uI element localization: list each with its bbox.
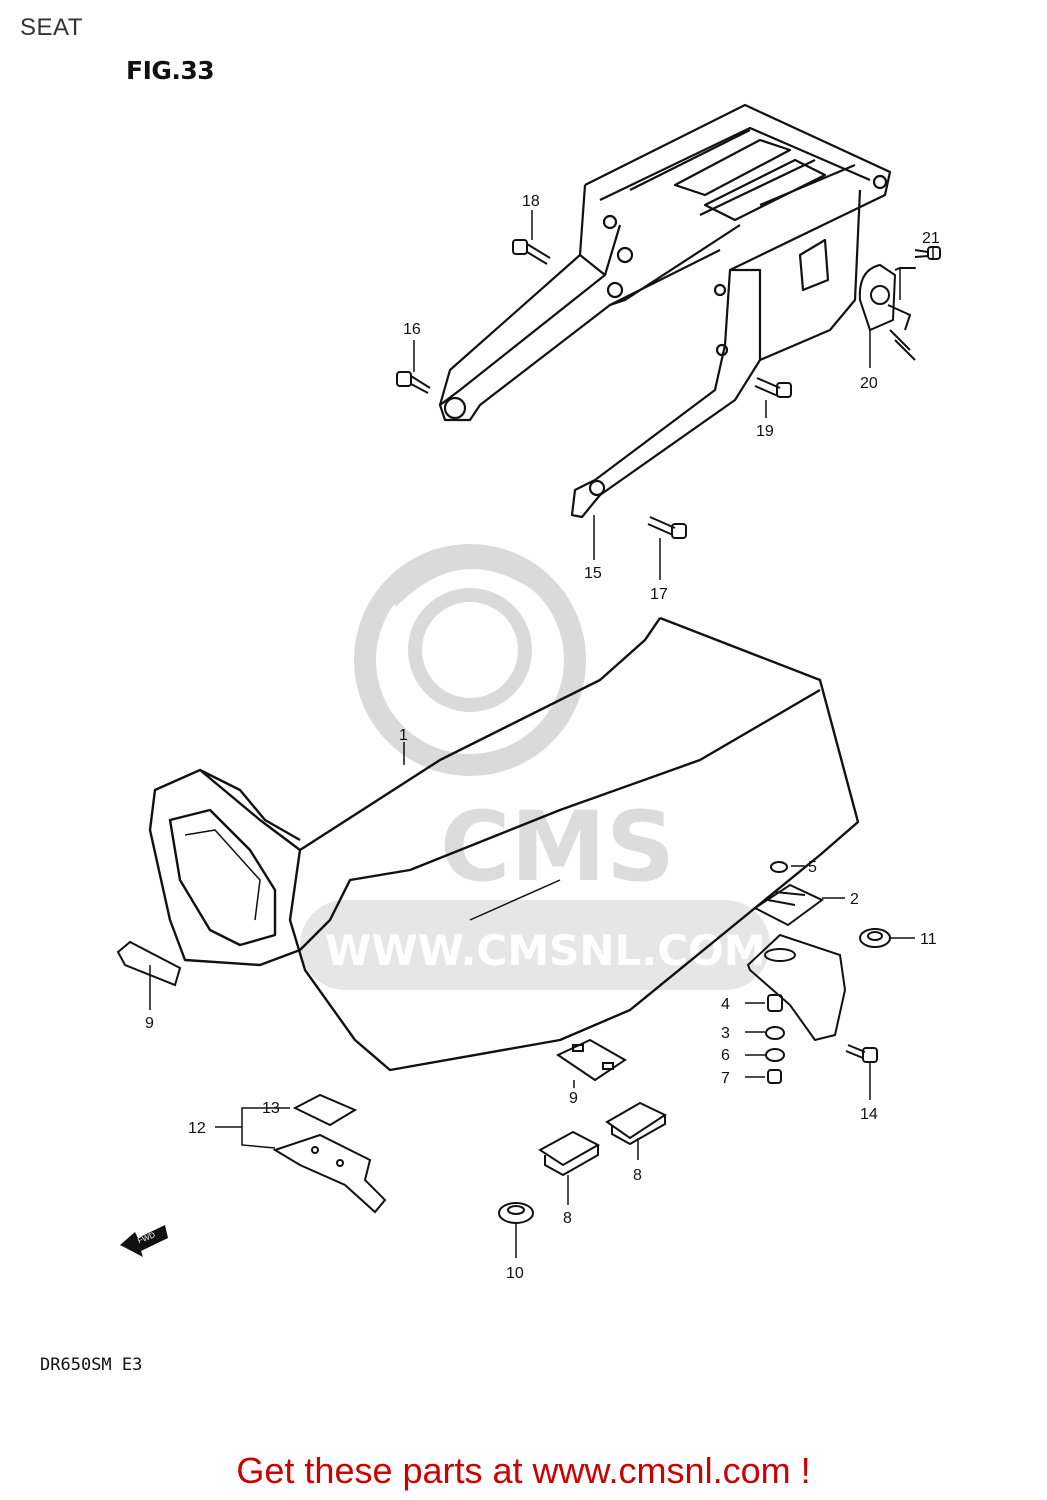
callout-6: 6 [721, 1047, 730, 1064]
seat[interactable] [148, 616, 860, 1072]
callout-10: 10 [506, 1265, 524, 1282]
plate-13[interactable] [292, 1093, 358, 1127]
callout-5: 5 [808, 859, 817, 876]
figure-label: FIG.33 [126, 56, 215, 85]
cushion-8a[interactable] [605, 1101, 668, 1146]
watermark-brand: CMS [440, 791, 675, 903]
grommet-11[interactable] [859, 928, 891, 948]
washer-3[interactable] [765, 1026, 785, 1040]
nut-5[interactable] [770, 861, 788, 873]
callout-15: 15 [584, 565, 602, 582]
callouts: 1 2 3 4 5 6 7 8 8 9 9 10 11 12 13 14 15 … [145, 193, 940, 1282]
cushion-8b[interactable] [538, 1130, 601, 1177]
watermark: CMS WWW.CMSNL.COM [300, 544, 770, 990]
callout-8b: 8 [563, 1210, 572, 1227]
get-parts-link[interactable]: Get these parts at www.cmsnl.com ! [236, 1450, 811, 1491]
callout-8a: 8 [633, 1167, 642, 1184]
bolt-14[interactable] [845, 1044, 878, 1063]
leader-lines [149, 210, 934, 1258]
callout-18: 18 [522, 193, 540, 210]
callout-4: 4 [721, 996, 730, 1013]
seat-lock[interactable] [858, 263, 916, 361]
callout-3: 3 [721, 1025, 730, 1042]
callout-9a: 9 [145, 1015, 154, 1032]
fwd-arrow: FWD [120, 1225, 168, 1257]
grommet-10[interactable] [498, 1202, 534, 1224]
cushion-9[interactable] [555, 1038, 627, 1082]
bracket-side[interactable] [746, 933, 847, 1042]
trim-piece-9[interactable] [116, 940, 182, 987]
callout-2: 2 [850, 891, 859, 908]
rear-carrier[interactable] [438, 103, 892, 519]
callout-17: 17 [650, 586, 668, 603]
nut-7[interactable] [767, 1069, 782, 1084]
washer-6[interactable] [765, 1048, 785, 1062]
callout-11: 11 [920, 931, 937, 948]
bracket-2[interactable] [753, 883, 824, 927]
callout-1: 1 [399, 727, 408, 744]
callout-12: 12 [188, 1120, 206, 1137]
bolt-17[interactable] [647, 516, 687, 539]
bolt-18[interactable] [512, 239, 551, 265]
callout-19: 19 [756, 423, 774, 440]
bolt-16[interactable] [396, 371, 431, 394]
callout-16: 16 [403, 321, 421, 338]
callout-7: 7 [721, 1070, 730, 1087]
callout-13: 13 [262, 1100, 280, 1117]
collar-4[interactable] [767, 994, 783, 1012]
page-title: SEAT [20, 14, 83, 41]
bolt-19[interactable] [754, 377, 792, 398]
callout-20: 20 [860, 375, 878, 392]
callout-9b: 9 [569, 1090, 578, 1107]
bracket-12[interactable] [272, 1133, 387, 1214]
watermark-url: WWW.CMSNL.COM [325, 926, 766, 975]
callout-14: 14 [860, 1106, 878, 1123]
callout-21: 21 [922, 230, 940, 247]
screw-21[interactable] [914, 246, 941, 260]
model-code: DR650SM E3 [40, 1355, 143, 1375]
